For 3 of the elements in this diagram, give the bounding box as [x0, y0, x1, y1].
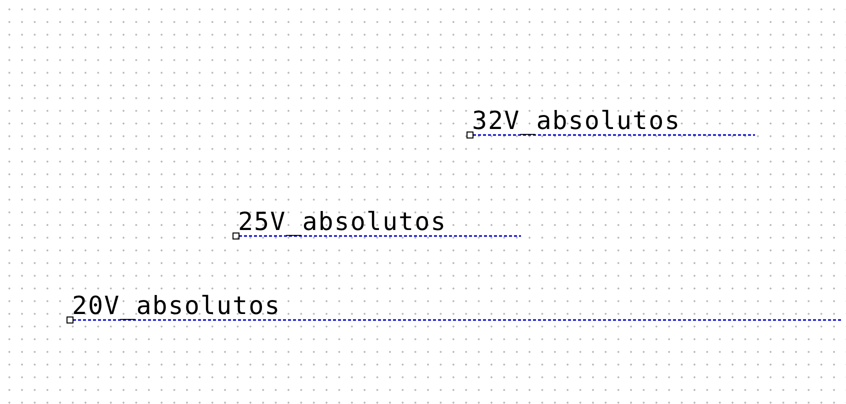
net-label: 32V_absolutos [472, 108, 681, 133]
net-label: 25V_absolutos [238, 209, 447, 234]
net-label: 20V_absolutos [72, 293, 281, 318]
